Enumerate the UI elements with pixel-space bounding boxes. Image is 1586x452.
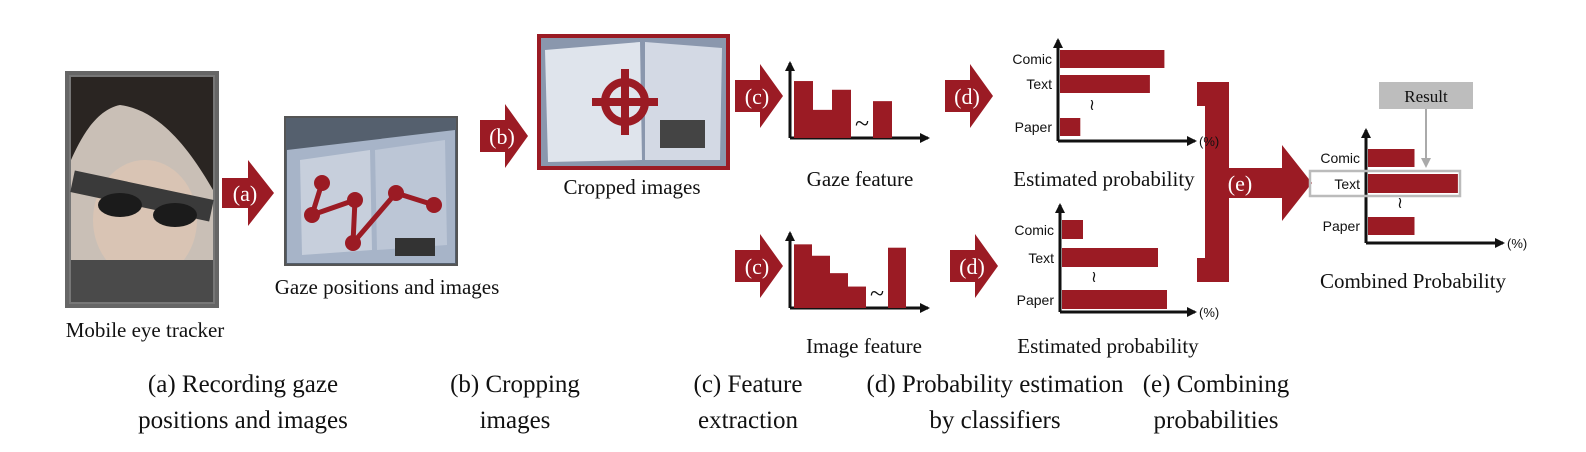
histogram-bar (794, 244, 812, 308)
combine-bracket: (e) (1197, 82, 1312, 282)
histogram-bar (888, 247, 906, 308)
category-label-text: Text (1028, 250, 1054, 266)
probability-bar-text (1368, 174, 1458, 193)
category-label-comic: Comic (1014, 222, 1054, 238)
caption-line1: (d) Probability estimation (867, 371, 1124, 398)
probability-bar-text (1060, 75, 1150, 93)
unit-label: (%) (1199, 305, 1219, 320)
category-label-comic: Comic (1320, 150, 1360, 166)
caption-line2: probabilities (1154, 407, 1279, 434)
step-arrow-a: (a) (222, 160, 274, 226)
svg-text:(a): (a) (233, 181, 257, 206)
probability-bar-paper (1368, 217, 1415, 235)
caption-line2: by classifiers (929, 407, 1060, 434)
result-label: Result (1404, 87, 1448, 106)
image-feature-histogram: ~ (785, 231, 930, 313)
probability-bar-paper (1060, 118, 1081, 136)
gaze-images-label: Gaze positions and images (275, 275, 500, 299)
tilde-symbol: ~ (855, 109, 869, 138)
result-highlight-box (1308, 169, 1462, 198)
estimated-probability-bottom-label: Estimated probability (1017, 334, 1199, 358)
caption-line1: (c) Feature (694, 371, 803, 398)
probability-bar-comic (1060, 50, 1165, 68)
step-arrow-d-top: (d) (945, 64, 993, 128)
eye-tracker-label: Mobile eye tracker (66, 318, 225, 342)
svg-text:(d): (d) (954, 84, 980, 109)
step-arrow-b: (b) (480, 104, 528, 168)
gaze-positions-photo (284, 116, 458, 266)
histogram-bar (848, 286, 866, 308)
caption-line2: positions and images (138, 407, 348, 434)
unit-label: (%) (1507, 236, 1527, 251)
gaze-feature-histogram: ~ (785, 61, 930, 143)
svg-text:(d): (d) (959, 254, 985, 279)
squiggle-symbol: ≀ (1091, 269, 1097, 286)
caption-line1: (b) Cropping (450, 371, 580, 398)
category-label-text: Text (1334, 176, 1360, 192)
svg-text:(b): (b) (489, 124, 515, 149)
gaze-feature-label: Gaze feature (807, 167, 914, 191)
caption-line2: images (480, 407, 551, 434)
step-arrow-c-bottom: (c) (735, 234, 783, 298)
squiggle-symbol: ≀ (1089, 97, 1095, 114)
step-arrow-c-top: (c) (735, 64, 783, 128)
eye-tracker-photo (65, 71, 219, 308)
category-label-text: Text (1026, 76, 1052, 92)
cropped-image-photo (537, 34, 730, 170)
histogram-bar (794, 81, 813, 138)
image-feature-label: Image feature (806, 334, 922, 358)
cropped-label: Cropped images (563, 175, 700, 199)
histogram-bar (832, 89, 851, 138)
category-label-comic: Comic (1012, 51, 1052, 67)
probability-bar-text (1062, 248, 1158, 267)
histogram-bar (830, 273, 848, 308)
combined-probability-label: Combined Probability (1320, 269, 1507, 293)
probability-bar-paper (1062, 290, 1167, 309)
svg-text:(c): (c) (745, 254, 769, 279)
tilde-symbol: ~ (870, 279, 884, 308)
estimated-probability-top-label: Estimated probability (1013, 167, 1195, 191)
probability-bar-comic (1368, 149, 1415, 167)
caption-line1: (a) Recording gaze (148, 371, 338, 398)
histogram-bar (813, 109, 832, 138)
probability-bar-comic (1062, 220, 1083, 239)
squiggle-symbol: ≀ (1397, 195, 1403, 212)
svg-text:(c): (c) (745, 84, 769, 109)
step-arrow-d-bottom: (d) (950, 234, 998, 298)
caption-line1: (e) Combining (1143, 371, 1290, 398)
histogram-bar (812, 255, 830, 308)
unit-label: (%) (1199, 134, 1219, 149)
category-label-paper: Paper (1017, 292, 1055, 308)
caption-line2: extraction (698, 407, 798, 434)
category-label-paper: Paper (1015, 119, 1053, 135)
svg-text:(e): (e) (1228, 171, 1252, 196)
category-label-paper: Paper (1323, 218, 1361, 234)
step-captions: (a) Recording gaze positions and images (b… (138, 371, 1290, 434)
histogram-bar (873, 101, 892, 138)
result-callout: Result (1379, 82, 1473, 168)
